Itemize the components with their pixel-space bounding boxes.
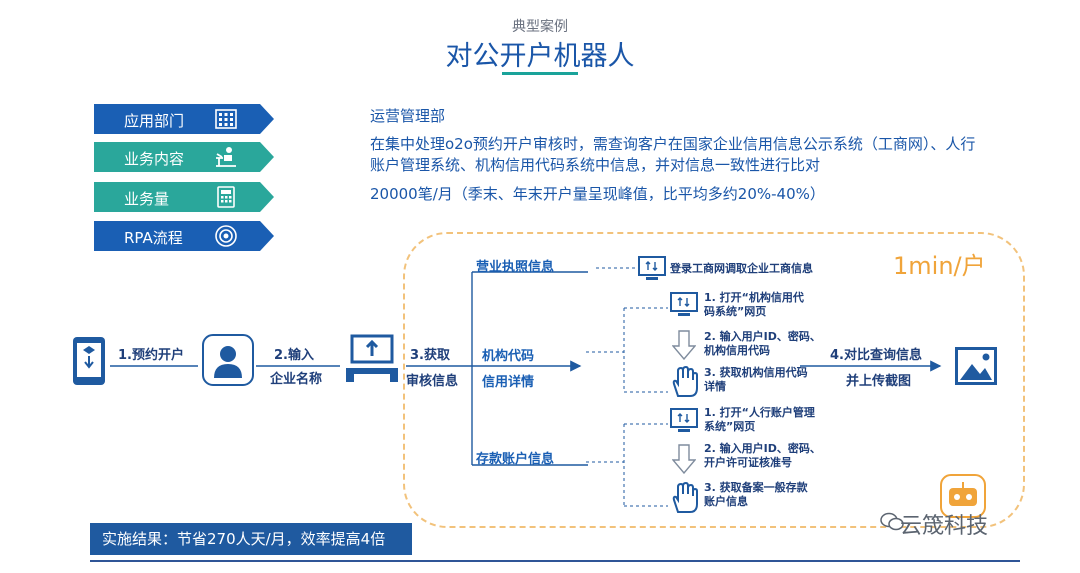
content-line2: 账户管理系统、机构信用代码系统中信息，并对信息一致性进行比对 — [370, 156, 821, 174]
down-arrow-icon — [672, 444, 696, 474]
rate-label: 1min/户 — [893, 252, 986, 280]
volume-value: 20000笔/月（季末、年末开户量呈现峰值，比平均多约20%-40%） — [370, 185, 825, 203]
org-step3-line2: 详情 — [704, 380, 726, 393]
down-arrow-icon — [672, 330, 696, 360]
deposit-step3-line1: 3. 获取备案一般存款 — [704, 481, 808, 494]
org-step1-line1: 1. 打开“机构信用代 — [704, 291, 804, 304]
deposit-step1-line1: 1. 打开“人行账户管理 — [704, 406, 815, 419]
target-icon — [215, 225, 237, 247]
monitor-icon — [670, 408, 698, 432]
deposit-step2: 2. 输入用户ID、密码、 开户许可证核准号 — [704, 442, 821, 470]
mobile-phone-icon — [73, 337, 105, 385]
deposit-step3-line2: 账户信息 — [704, 495, 748, 508]
branch-deposit-account: 存款账户信息 — [476, 452, 555, 467]
wechat-icon — [880, 512, 904, 531]
department-value: 运营管理部 — [370, 107, 446, 125]
bottom-divider — [90, 560, 1020, 562]
page-title: 对公开户机器人 — [445, 41, 635, 72]
license-step-text: 登录工商网调取企业工商信息 — [670, 262, 813, 275]
deposit-step1-line2: 系统”网页 — [704, 420, 756, 433]
monitor-icon — [670, 292, 698, 316]
step4-label-line2: 并上传截图 — [846, 374, 912, 389]
step1-label: 1.预约开户 — [118, 348, 184, 363]
tag-rpa-flow: RPA流程 — [94, 221, 274, 251]
step2-label-line1: 2.输入 — [274, 348, 314, 363]
org-step1-line2: 码系统”网页 — [704, 305, 767, 318]
result-banner: 实施结果：节省270人天/月，效率提高4倍 — [90, 523, 412, 555]
branch-org-code-line2: 信用详情 — [482, 375, 535, 390]
tag-rpa-flow-label: RPA流程 — [124, 229, 183, 247]
tag-department-label: 应用部门 — [124, 112, 185, 130]
org-step2-line2: 机构信用代码 — [704, 344, 770, 357]
org-step1: 1. 打开“机构信用代 码系统”网页 — [704, 291, 804, 319]
calculator-icon — [217, 186, 235, 208]
hand-cursor-icon — [672, 366, 698, 397]
step4-label-line1: 4.对比查询信息 — [830, 348, 922, 363]
deposit-step2-line2: 开户许可证核准号 — [704, 456, 792, 469]
deposit-step1: 1. 打开“人行账户管理 系统”网页 — [704, 406, 815, 434]
content-line1: 在集中处理o2o预约开户审核时，需查询客户在国家企业信用信息公示系统（工商网）、… — [370, 135, 976, 153]
person-icon — [202, 334, 254, 386]
tag-content-label: 业务内容 — [124, 150, 185, 168]
step2-label-line2: 企业名称 — [270, 372, 323, 387]
monitor-icon — [638, 256, 666, 280]
hand-cursor-icon — [672, 482, 698, 513]
step3-label-line1: 3.获取 — [410, 348, 450, 363]
org-step3-line1: 3. 获取机构信用代码 — [704, 366, 808, 379]
title-underline — [502, 72, 578, 75]
tag-volume-label: 业务量 — [124, 190, 170, 208]
tag-volume: 业务量 — [94, 182, 274, 212]
org-step3: 3. 获取机构信用代码 详情 — [704, 366, 808, 394]
branch-business-license: 营业执照信息 — [476, 260, 555, 275]
brand-watermark: 云筬科技 — [900, 514, 989, 539]
rpa-zone — [403, 232, 1025, 528]
worker-at-desk-icon — [216, 147, 236, 167]
robot-icon — [940, 474, 986, 518]
tag-content: 业务内容 — [94, 142, 274, 172]
org-step2: 2. 输入用户ID、密码、 机构信用代码 — [704, 330, 821, 358]
building-icon — [215, 109, 237, 129]
org-step2-line1: 2. 输入用户ID、密码、 — [704, 330, 821, 343]
server-upload-icon — [346, 334, 398, 382]
tag-department: 应用部门 — [94, 104, 274, 134]
step3-label-line2: 审核信息 — [406, 374, 459, 389]
deposit-step3: 3. 获取备案一般存款 账户信息 — [704, 481, 808, 509]
image-icon — [955, 347, 997, 385]
section-subtitle: 典型案例 — [512, 19, 568, 35]
branch-org-code-line1: 机构代码 — [482, 349, 535, 364]
deposit-step2-line1: 2. 输入用户ID、密码、 — [704, 442, 821, 455]
